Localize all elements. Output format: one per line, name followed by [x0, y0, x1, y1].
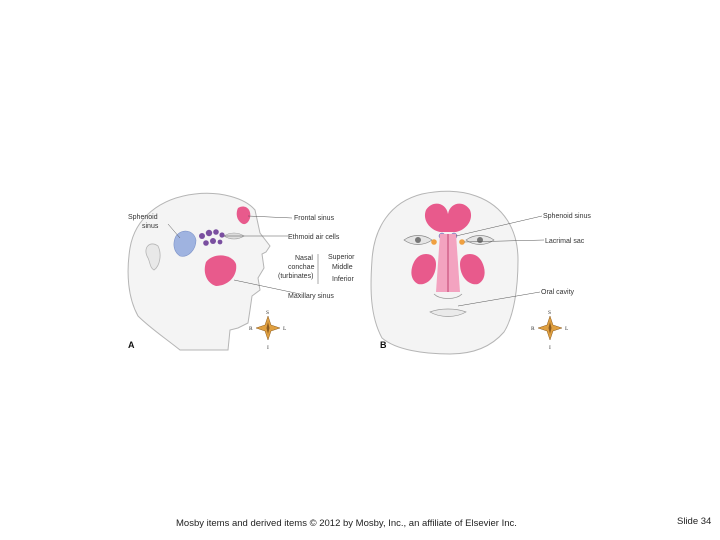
- label-turbinates: (turbinates): [278, 273, 313, 280]
- label-oral-cavity: Oral cavity: [541, 289, 575, 296]
- label-sphenoid-sinus-a1: Sphenoid: [128, 214, 158, 221]
- label-middle: Middle: [332, 264, 353, 271]
- compass-b-top: S: [548, 310, 551, 316]
- panel-b-maxillary-sinus-left: [460, 253, 485, 285]
- copyright-footer: Mosby items and derived items © 2012 by …: [176, 518, 517, 529]
- compass-rose-b: S I R L: [531, 310, 569, 351]
- panel-b-frontal-sinus-shape: [424, 203, 472, 232]
- compass-b-bottom: I: [549, 345, 551, 351]
- sinus-anatomy-figure: Sphenoid sinus Frontal sinus Ethmoid air…: [127, 190, 591, 355]
- label-maxillary-sinus: Maxillary sinus: [288, 293, 334, 300]
- label-lacrimal-sac: Lacrimal sac: [545, 238, 585, 245]
- compass-a-left: R: [249, 326, 253, 332]
- panel-b-maxillary-sinus-right: [411, 253, 436, 285]
- label-conchae: conchae: [288, 264, 315, 271]
- label-sphenoid-sinus-a2: sinus: [142, 223, 159, 230]
- panel-a-head-outline: [127, 192, 271, 351]
- label-sphenoid-sinus-b: Sphenoid sinus: [543, 213, 591, 220]
- label-frontal-sinus: Frontal sinus: [294, 215, 335, 222]
- panel-a-maxillary-sinus-shape: [204, 255, 237, 286]
- panel-b-nostrils: [433, 293, 463, 299]
- panel-a-lateral-view: Sphenoid sinus Frontal sinus Ethmoid air…: [127, 192, 355, 351]
- panel-b-letter: B: [380, 340, 387, 350]
- panel-b-mouth: [429, 308, 467, 317]
- panel-a-ethmoid-cells: [199, 229, 225, 246]
- label-superior: Superior: [328, 254, 355, 261]
- panel-a-leader-lines: [167, 215, 301, 295]
- panel-a-letter: A: [128, 340, 135, 350]
- label-ethmoid-air-cells: Ethmoid air cells: [288, 234, 340, 241]
- panel-b-lacrimal-sac-right: [431, 239, 437, 245]
- compass-b-left: R: [531, 326, 535, 332]
- panel-a-ear: [145, 243, 161, 271]
- compass-a-right: L: [283, 326, 287, 332]
- panel-b-leader-lines: [455, 215, 545, 307]
- panel-a-frontal-sinus-shape: [236, 206, 251, 225]
- label-nasal: Nasal: [295, 255, 313, 262]
- compass-a-top: S: [266, 310, 269, 316]
- compass-b-right: L: [565, 326, 569, 332]
- panel-b-frontal-view: Sphenoid sinus Lacrimal sac Oral cavity …: [370, 190, 591, 355]
- panel-b-lacrimal-sac-left: [459, 239, 465, 245]
- compass-a-bottom: I: [267, 345, 269, 351]
- slide-number: Slide 34: [677, 516, 712, 527]
- compass-rose-a: S I R L: [249, 310, 287, 351]
- label-inferior: Inferior: [332, 276, 354, 283]
